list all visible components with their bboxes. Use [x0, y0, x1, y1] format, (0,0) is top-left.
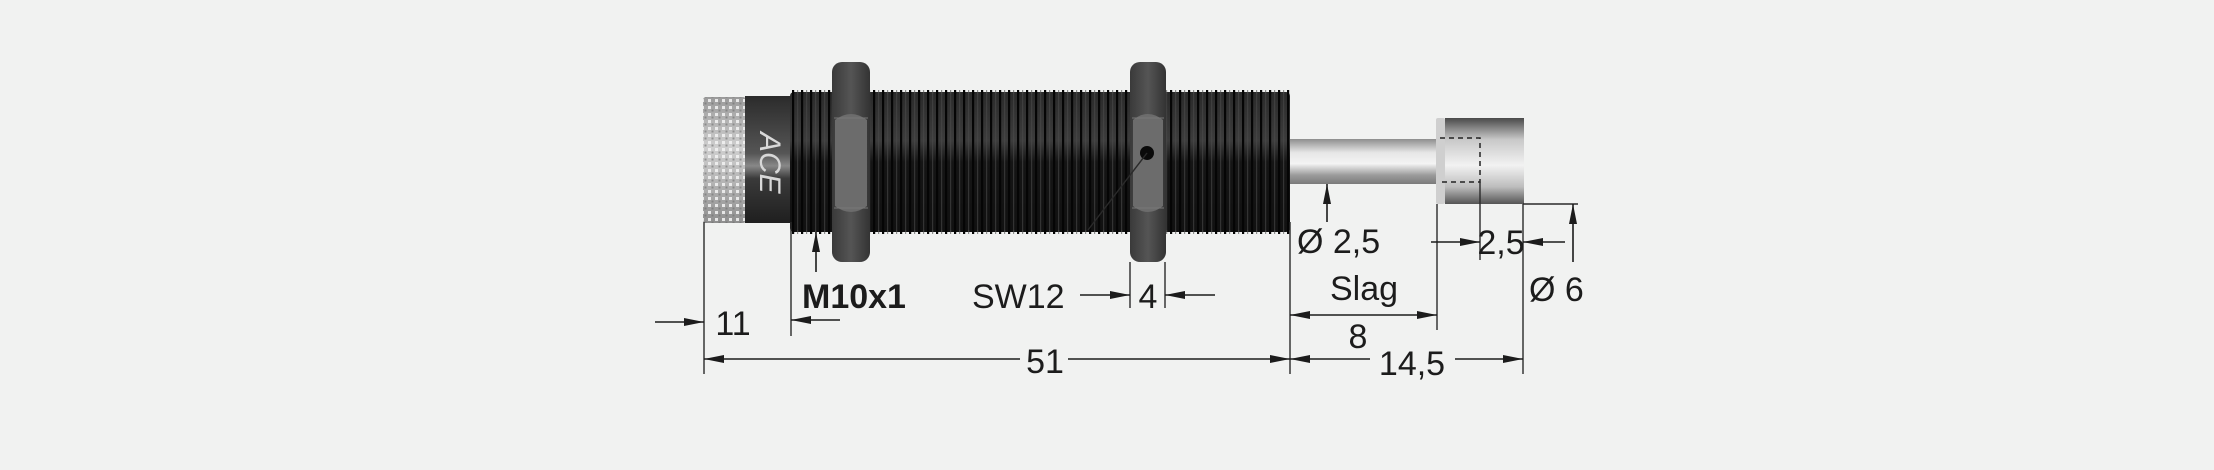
lock-nut-1	[832, 62, 870, 262]
piston-rod	[1290, 139, 1438, 184]
dim-rod-diameter: Ø 2,5	[1297, 223, 1380, 261]
dim-extension-length: 14,5	[1379, 345, 1445, 383]
knurled-cap	[703, 97, 746, 223]
dim-stroke-value: 8	[1349, 318, 1368, 356]
dim-wrench-size: SW12	[972, 278, 1065, 316]
dim-body-length: 51	[1026, 343, 1064, 381]
end-button	[1436, 118, 1524, 204]
dim-nut-width: 4	[1139, 278, 1158, 316]
dimension-arrows	[655, 184, 1577, 363]
dim-stroke-label: Slag	[1330, 270, 1398, 308]
dim-button-depth: 2,5	[1477, 224, 1524, 262]
lock-nut-2	[1130, 62, 1166, 262]
dim-button-diameter: Ø 6	[1529, 271, 1584, 309]
dim-cap-length: 11	[715, 305, 750, 343]
collar: ACE	[745, 96, 791, 223]
dim-thread: M10x1	[802, 278, 906, 316]
brand-marking: ACE	[753, 130, 786, 195]
